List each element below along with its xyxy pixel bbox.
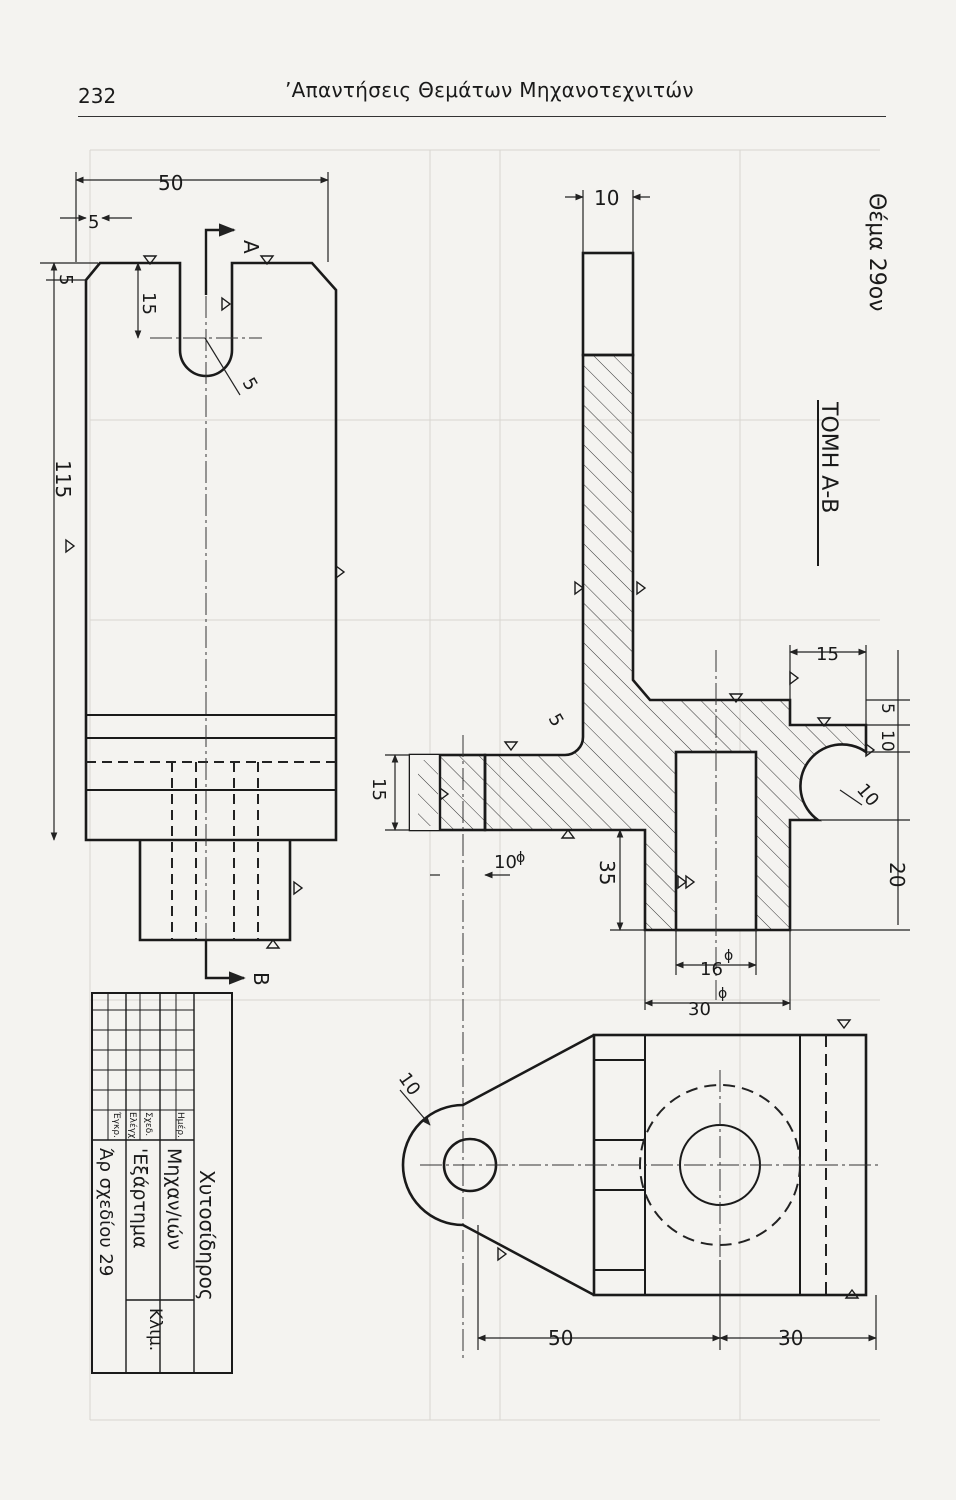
dim-front-15: 15 [138,292,159,315]
tb-row-approved: Έγκρ. [111,1111,121,1138]
dim-plan-30: 30 [778,1326,803,1350]
svg-text:30: 30 [688,999,711,1020]
tb-row-checked: Ελέγχ. [127,1112,138,1141]
theme-label: Θέμα 29ον [864,193,889,311]
tb-col-date: Ημέρ. [175,1112,186,1138]
page-number: 232 [78,84,117,108]
dim-sec-d30: 30 ϕ [688,986,727,1020]
section-mark-a: A [239,240,263,254]
section-dimension-lines [385,190,910,1010]
tb-row-drawn: Σχεδ. [143,1112,153,1136]
dim-front-5-top: 5 [88,212,99,233]
title-block [91,992,233,1374]
section-cut-marker [204,223,246,985]
dim-sec-20: 20 [885,862,909,887]
surface-finish-marks [65,255,876,1299]
dim-sec-15-right: 15 [816,644,839,665]
dim-front-115: 115 [51,460,75,498]
dim-front-5-side: 5 [55,274,76,285]
plan-dimension-lines [399,1089,877,1350]
section-view [408,251,868,932]
tb-part-name: 'Εξάρτημα [129,1148,151,1249]
tb-dept: Μηχαν/ιών [163,1148,185,1250]
header-rule [78,116,886,117]
svg-text:ϕ: ϕ [724,948,733,964]
plan-centerlines [420,1070,880,1260]
dim-sec-d16: 16 ϕ [700,948,733,980]
dim-sec-10-right: 10 [877,730,897,752]
tb-material: Χυτοσίδηρος [195,1170,219,1301]
svg-text:ϕ: ϕ [718,986,727,1002]
dim-sec-5-right: 5 [877,703,897,714]
svg-text:10: 10 [494,852,517,873]
dim-sec-r10: 10 [852,780,883,811]
svg-text:16: 16 [700,959,723,980]
front-hidden-lines [86,761,336,940]
tb-drawing-no: Άρ σχεδίου 29 [95,1148,116,1276]
svg-text:ϕ: ϕ [516,850,525,866]
front-centerline [150,230,262,975]
front-view [84,261,338,942]
dim-front-r5: 5 [238,374,262,394]
dim-sec-15-left: 15 [368,778,389,801]
section-title: ΤΟΜΗ Α-Β [816,401,841,513]
page-title: ’Απαντήσεις Θεμάτων Μηχανοτεχνιτών [285,78,694,102]
section-centerline [462,650,717,1360]
dim-sec-35: 35 [595,860,619,885]
dim-sec-d10: 10 ϕ [494,850,525,873]
front-dimension-lines [40,172,329,841]
dim-plan-50: 50 [548,1326,573,1350]
dim-plan-r10: 10 [394,1069,424,1100]
dim-sec-r5: 5 [544,710,568,730]
dim-front-50: 50 [158,171,183,195]
dim-sec-10-top: 10 [594,186,619,210]
tb-scale-label: Κλιμ. [145,1308,165,1351]
section-mark-b: B [249,972,273,986]
